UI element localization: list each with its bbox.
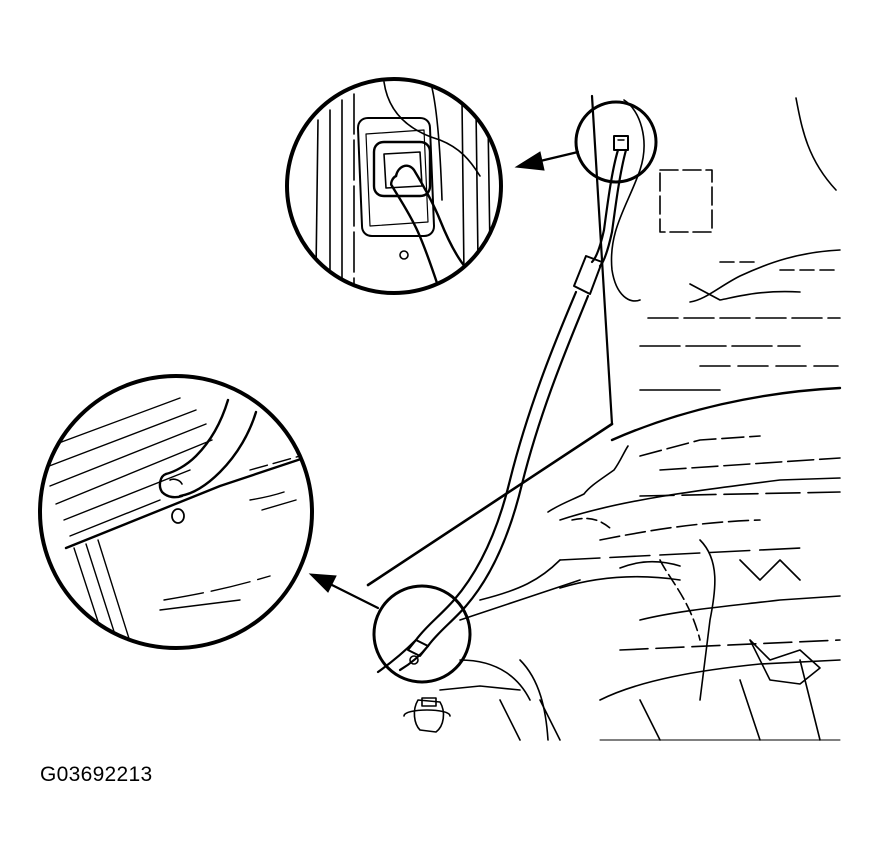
- lower-detail-circle: [38, 374, 314, 650]
- pillar-edge: [590, 94, 614, 426]
- mounting-plate: [357, 117, 435, 237]
- upper-connector: [613, 135, 629, 151]
- upper-detail-view: [285, 77, 503, 295]
- upper-callout-circle: [574, 100, 658, 184]
- figure-code: G03692213: [40, 763, 153, 786]
- lower-callout-circle: [372, 584, 472, 684]
- detail-clip: [158, 472, 184, 499]
- grommet: [372, 140, 432, 198]
- callout-markers: [372, 100, 658, 684]
- body-panel: [366, 94, 842, 741]
- harness-sleeve: [573, 255, 603, 295]
- lower-clip: [407, 639, 429, 657]
- upper-arrow: [534, 150, 580, 164]
- wheelhouse-arch: [610, 386, 842, 442]
- wire-harness: [376, 135, 629, 674]
- lower-detail-view: [38, 374, 314, 650]
- callout-arrows: [308, 150, 580, 610]
- panel-diagonal-edge: [366, 422, 614, 587]
- lower-arrow: [328, 582, 380, 610]
- detail-cable: [394, 164, 468, 270]
- upper-detail-circle: [285, 77, 503, 295]
